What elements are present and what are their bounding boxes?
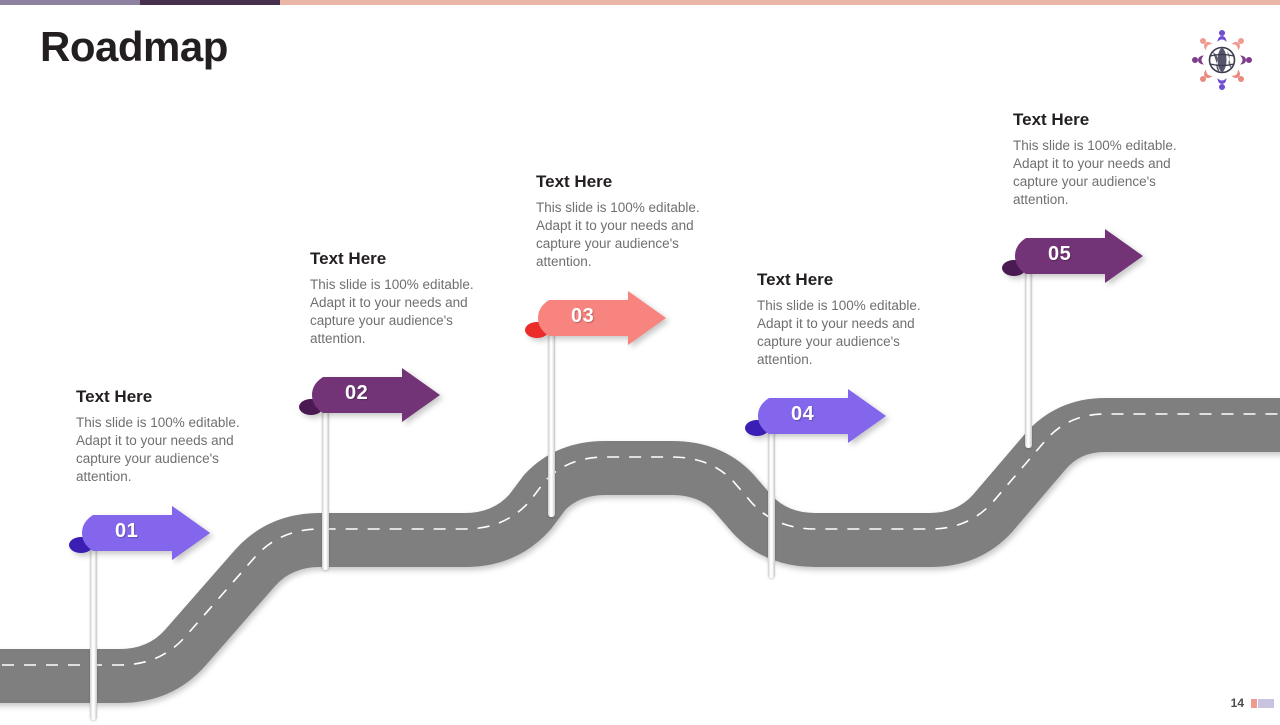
milestone-02-title: Text Here: [310, 249, 387, 268]
flag-03-banner[interactable]: 03: [522, 285, 672, 362]
page-title: Roadmap: [40, 23, 228, 70]
flag-05-pole: [1025, 253, 1032, 448]
milestone-04-title: Text Here: [757, 270, 834, 289]
flag-02-banner[interactable]: 02: [296, 362, 444, 439]
flag-03[interactable]: 03: [522, 285, 682, 517]
milestone-01[interactable]: Text Here This slide is 100% editable. A…: [76, 387, 241, 487]
page-bar-lavender: [1258, 699, 1274, 708]
milestone-03-body: This slide is 100% editable. Adapt it to…: [536, 199, 700, 270]
accent-segment-right: [280, 0, 1280, 5]
flag-02-number: 02: [345, 382, 369, 404]
milestone-05[interactable]: Text Here This slide is 100% editable. A…: [1013, 110, 1178, 210]
milestone-01-title: Text Here: [76, 387, 153, 406]
flag-03-number: 03: [571, 305, 595, 327]
flag-02[interactable]: 02: [296, 362, 456, 582]
milestone-04[interactable]: Text Here This slide is 100% editable. A…: [757, 270, 922, 370]
flag-03-pole: [548, 315, 555, 517]
flag-01-number: 01: [115, 520, 139, 542]
page-accent-bars: [1251, 699, 1274, 708]
flag-04[interactable]: 04: [742, 383, 902, 593]
flag-01-pole: [90, 530, 97, 720]
top-accent-bar: [0, 0, 1280, 5]
milestone-03[interactable]: Text Here This slide is 100% editable. A…: [536, 172, 701, 272]
milestone-02[interactable]: Text Here This slide is 100% editable. A…: [310, 249, 475, 349]
milestone-05-body: This slide is 100% editable. Adapt it to…: [1013, 137, 1177, 208]
page-bar-salmon: [1251, 699, 1257, 708]
flag-05[interactable]: 05: [999, 223, 1159, 448]
accent-segment-middle: [140, 0, 280, 5]
globe-people-logo: [1186, 24, 1258, 96]
flag-02-pole: [322, 392, 329, 570]
milestone-02-body: This slide is 100% editable. Adapt it to…: [310, 276, 474, 347]
milestone-01-body: This slide is 100% editable. Adapt it to…: [76, 414, 240, 485]
flag-05-number: 05: [1048, 243, 1072, 265]
flag-04-pole: [768, 413, 775, 578]
flag-04-number: 04: [791, 403, 815, 425]
milestone-05-title: Text Here: [1013, 110, 1090, 129]
flag-01-banner[interactable]: 01: [68, 500, 213, 577]
flag-04-banner[interactable]: 04: [742, 383, 892, 460]
milestone-04-body: This slide is 100% editable. Adapt it to…: [757, 297, 921, 368]
flag-01[interactable]: 01: [68, 500, 228, 720]
flag-05-banner[interactable]: 05: [999, 223, 1149, 300]
milestone-03-title: Text Here: [536, 172, 613, 191]
accent-segment-left: [0, 0, 140, 5]
page-number: 14: [1230, 696, 1244, 710]
